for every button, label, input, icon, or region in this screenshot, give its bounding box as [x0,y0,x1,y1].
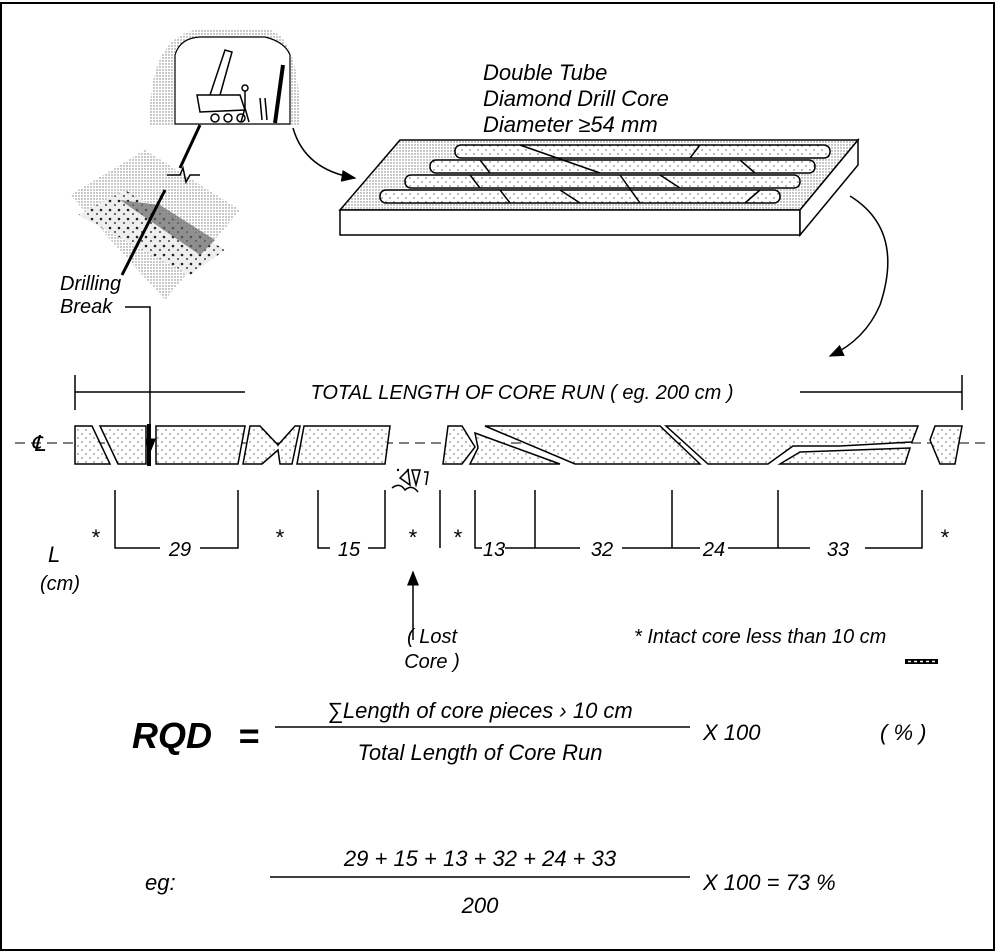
example-denominator: 200 [461,893,499,918]
lost-core-label-1: ( Lost [407,626,458,648]
piece-length-brackets: 29 15 13 32 24 33 * * * * * [91,490,950,561]
asterisk-marker: * [91,525,101,550]
axis-label-unit: (cm) [40,573,80,595]
asterisk-marker: * [940,525,950,550]
piece-length-15: 15 [338,539,361,561]
arrow-to-core-run-icon [828,195,889,357]
formula-numerator: ∑Length of core pieces › 10 cm [327,698,633,723]
title-line-3: Diameter ≥54 mm [483,112,658,137]
example-numerator: 29 + 15 + 13 + 32 + 24 + 33 [343,846,617,871]
example-label: eg: [145,870,176,895]
piece-length-29: 29 [168,539,191,561]
asterisk-marker: * [453,525,463,550]
title-text: Double Tube Diamond Drill Core Diameter … [483,60,669,137]
piece-length-32: 32 [591,539,613,561]
scale-bar [905,659,938,664]
example-result: X 100 = 73 % [702,870,836,895]
title-line-2: Diamond Drill Core [483,86,669,111]
formula-equals: = [238,715,259,756]
legend-intact-core: * Intact core less than 10 cm [634,626,886,648]
arrow-to-core-box-icon [292,127,357,182]
total-length-label: TOTAL LENGTH OF CORE RUN ( eg. 200 cm ) [310,382,733,404]
total-length-dimension: TOTAL LENGTH OF CORE RUN ( eg. 200 cm ) [74,375,963,410]
centerline-symbol: ℄ [31,431,46,456]
drilling-break-label-1: Drilling [60,273,121,295]
core-run: ℄ [15,424,985,493]
asterisk-marker: * [408,525,418,550]
piece-length-13: 13 [483,539,505,561]
formula-lhs: RQD [132,715,212,756]
rqd-example: eg: 29 + 15 + 13 + 32 + 24 + 33 200 X 10… [145,846,836,918]
drilling-break-arrow-icon [125,306,156,454]
piece-length-24: 24 [702,539,725,561]
formula-unit: ( % ) [880,720,926,745]
lost-core-label-2: Core ) [404,651,460,673]
tunnel-drill-rig-illustration [149,30,300,125]
title-line-1: Double Tube [483,60,607,85]
lost-core-fragments-icon [391,468,429,493]
rqd-formula: RQD = ∑Length of core pieces › 10 cm Tot… [132,698,926,765]
core-box-illustration [338,137,860,238]
axis-label-l: L [48,542,60,567]
formula-multiplier: X 100 [702,720,761,745]
rock-block-illustration [70,124,240,300]
formula-denominator: Total Length of Core Run [357,740,602,765]
piece-length-33: 33 [827,539,849,561]
rubble-dot [396,468,400,472]
asterisk-marker: * [275,525,285,550]
drilling-break-label-2: Break [60,296,113,318]
